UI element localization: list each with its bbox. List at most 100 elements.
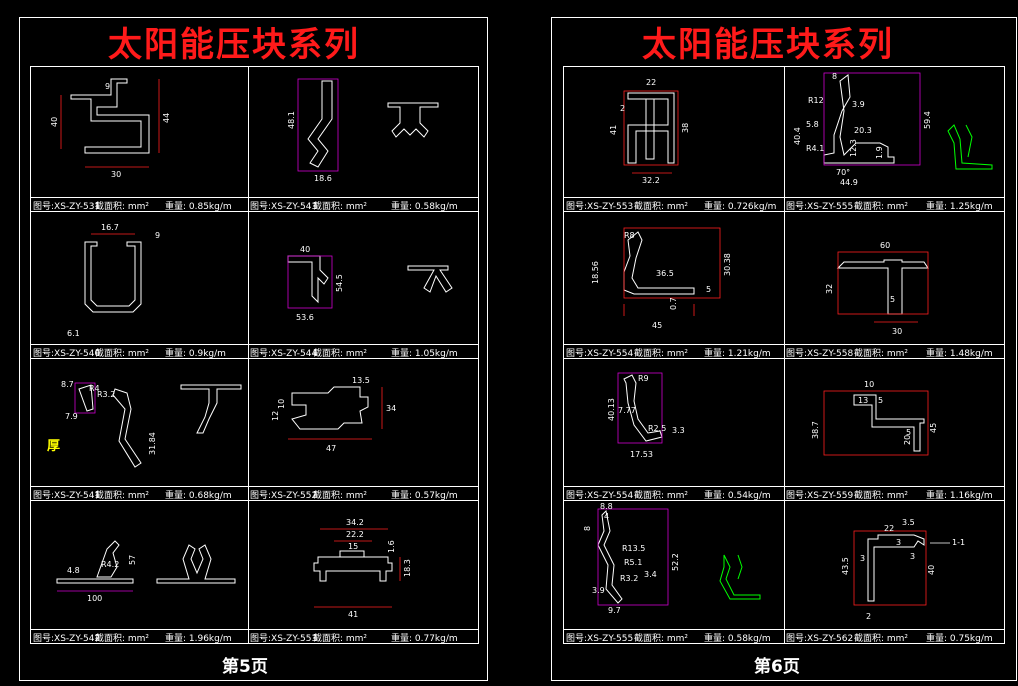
dimension-label: 8	[832, 72, 837, 81]
profile-cell-531[interactable]: 9 40 44 30	[31, 67, 248, 197]
dimension-label: 18.6	[314, 174, 332, 183]
drawing-page-5: 太阳能压块系列 9 40 44 30	[19, 17, 488, 681]
profile-3d-view	[156, 544, 236, 584]
section-area: 截面积: mm²	[854, 634, 909, 644]
profile-cell-540[interactable]: 16.7 9 6.1	[31, 212, 248, 344]
profile-outline	[287, 255, 329, 304]
dimension-label: 13	[858, 396, 868, 405]
drawing-grid: 9 40 44 30 48.1 18.6 16.7 9 6.1	[30, 66, 479, 644]
dimension-label: 9.7	[608, 606, 621, 615]
dimension-label: 12	[271, 411, 280, 421]
dimension-label: 59.4	[923, 111, 932, 129]
profile-drawing: 16.7 9 6.1	[67, 223, 160, 338]
page-number: 第5页	[222, 657, 268, 677]
dimension-label: 0.7	[669, 297, 678, 310]
unit-weight: 重量: 1.16kg/m	[926, 491, 993, 501]
drawing-grid: 22 2 41 38 32.2 8 R12 3.9 5.8 40.4 20.3 …	[563, 66, 1005, 644]
grid-divider	[564, 486, 1004, 487]
profile-cell-554-b[interactable]: R9 40.13 7.77 R2.5 3.3 17.53	[564, 359, 784, 486]
page-title: 太阳能压块系列	[642, 25, 894, 65]
profile-drawing: 60 32 5 30	[825, 241, 929, 336]
dimension-label: 38	[681, 123, 690, 133]
drawing-number: 图号:XS-ZY-544	[250, 349, 318, 359]
dimension-label: 41	[348, 610, 358, 619]
unit-weight: 重量: 0.54kg/m	[704, 491, 771, 501]
profile-drawing: R9 40.13 7.77 R2.5 3.3 17.53	[607, 372, 685, 459]
dimension-label: R9	[638, 374, 649, 383]
profile-outline	[70, 78, 150, 154]
profile-cell-554[interactable]: R8 18.56 36.5 30.38 5 0.7 45	[564, 212, 784, 344]
profile-drawing: 4.8 R4.2 57 100	[56, 540, 236, 603]
section-area: 截面积: mm²	[854, 491, 909, 501]
profile-cell-555[interactable]: 8 R12 3.9 5.8 40.4 20.3 R4.1 12.3 1.9 59…	[784, 67, 1006, 197]
profile-cell-555-b[interactable]: 8.8 4 8 R13.5 R5.1 52.2 3.9 R3.2 3.4 9.7	[564, 501, 784, 629]
dimension-label: R4	[89, 384, 100, 393]
dimension-label: 17.53	[630, 450, 653, 459]
dimension-label: 10	[864, 380, 874, 389]
drawing-number: 图号:XS-ZY-559	[786, 491, 854, 501]
drawing-number: 图号:XS-ZY-553	[250, 634, 318, 644]
dimension-label: 5	[878, 396, 883, 405]
dimension-label: R3.2	[97, 390, 115, 399]
profile-cell-553[interactable]: 34.2 22.2 15 1.6 18.3 41	[248, 501, 480, 629]
unit-weight: 重量: 0.77kg/m	[391, 634, 458, 644]
dimension-label: 18.56	[591, 261, 600, 284]
section-area: 截面积: mm²	[313, 634, 368, 644]
dimension-label: 47	[326, 444, 336, 453]
accent-profile	[719, 554, 761, 600]
dimension-label: 16.7	[101, 223, 119, 232]
dimension-label: R4.2	[101, 560, 119, 569]
profile-drawing: 40 54.5 53.6	[287, 245, 453, 322]
dimension-label: 32.2	[642, 176, 660, 185]
profile-cell-541[interactable]: 8.7 R4 R3.2 7.9 31.84	[31, 359, 248, 486]
dimension-label: 100	[87, 594, 102, 603]
unit-weight: 重量: 0.68kg/m	[165, 491, 232, 501]
unit-weight: 重量: 1.21kg/m	[704, 349, 771, 359]
profile-cell-562[interactable]: 3.5 22 3 3 1-1 43.5 3 40 2	[784, 501, 1006, 629]
profile-cell-544[interactable]: 40 54.5 53.6	[248, 212, 480, 344]
profile-drawing: 34.2 22.2 15 1.6 18.3 41	[313, 518, 412, 619]
dimension-label: 45	[652, 321, 662, 330]
dimension-label: 6.1	[67, 329, 80, 338]
dimension-label: 5	[890, 295, 895, 304]
dimension-label: 5.8	[806, 120, 819, 129]
drawing-number: 图号:XS-ZY-554	[566, 349, 634, 359]
dimension-frame	[823, 390, 929, 456]
dimension-frame	[837, 251, 929, 315]
dimension-label: 3.4	[644, 570, 657, 579]
dimension-label: 5	[706, 285, 711, 294]
profile-cell-552[interactable]: 13.5 10 12 34 47	[248, 359, 480, 486]
profile-outline	[853, 394, 925, 452]
profile-drawing: 10 13 5 38.7 5 20 45	[811, 380, 938, 456]
profile-cell-543[interactable]: 48.1 18.6	[248, 67, 480, 197]
dimension-label: 34	[386, 404, 396, 413]
dimension-label: 15	[348, 542, 358, 551]
dimension-label: 40	[300, 245, 310, 254]
dimension-label: 32	[825, 284, 834, 294]
drawing-number: 图号:XS-ZY-555	[566, 634, 634, 644]
section-area: 截面积: mm²	[313, 349, 368, 359]
unit-weight: 重量: 0.726kg/m	[704, 202, 777, 212]
dimension-label: 13.5	[352, 376, 370, 385]
profile-3d-view	[407, 265, 453, 293]
dimension-label: 30	[892, 327, 902, 336]
dimension-label: 9	[105, 82, 110, 91]
drawing-number: 图号:XS-ZY-555	[786, 202, 854, 212]
unit-weight: 重量: 1.96kg/m	[165, 634, 232, 644]
dimension-label: 7.77	[618, 406, 636, 415]
section-area: 截面积: mm²	[313, 491, 368, 501]
unit-weight: 重量: 1.48kg/m	[926, 349, 993, 359]
profile-outline	[96, 540, 120, 578]
profile-cell-542[interactable]: 4.8 R4.2 57 100	[31, 501, 248, 629]
unit-weight: 重量: 0.75kg/m	[926, 634, 993, 644]
dimension-label: 34.2	[346, 518, 364, 527]
accent-profile	[947, 124, 993, 170]
profile-outline	[836, 259, 929, 315]
profile-cell-553-b[interactable]: 22 2 41 38 32.2	[564, 67, 784, 197]
profile-outline	[84, 241, 142, 313]
drawing-number: 图号:XS-ZY-542	[33, 634, 101, 644]
profile-cell-559[interactable]: 10 13 5 38.7 5 20 45	[784, 359, 1006, 486]
dimension-label: R8	[624, 231, 635, 240]
profile-cell-558[interactable]: 60 32 5 30	[784, 212, 1006, 344]
dimension-label: 1.6	[387, 540, 396, 553]
